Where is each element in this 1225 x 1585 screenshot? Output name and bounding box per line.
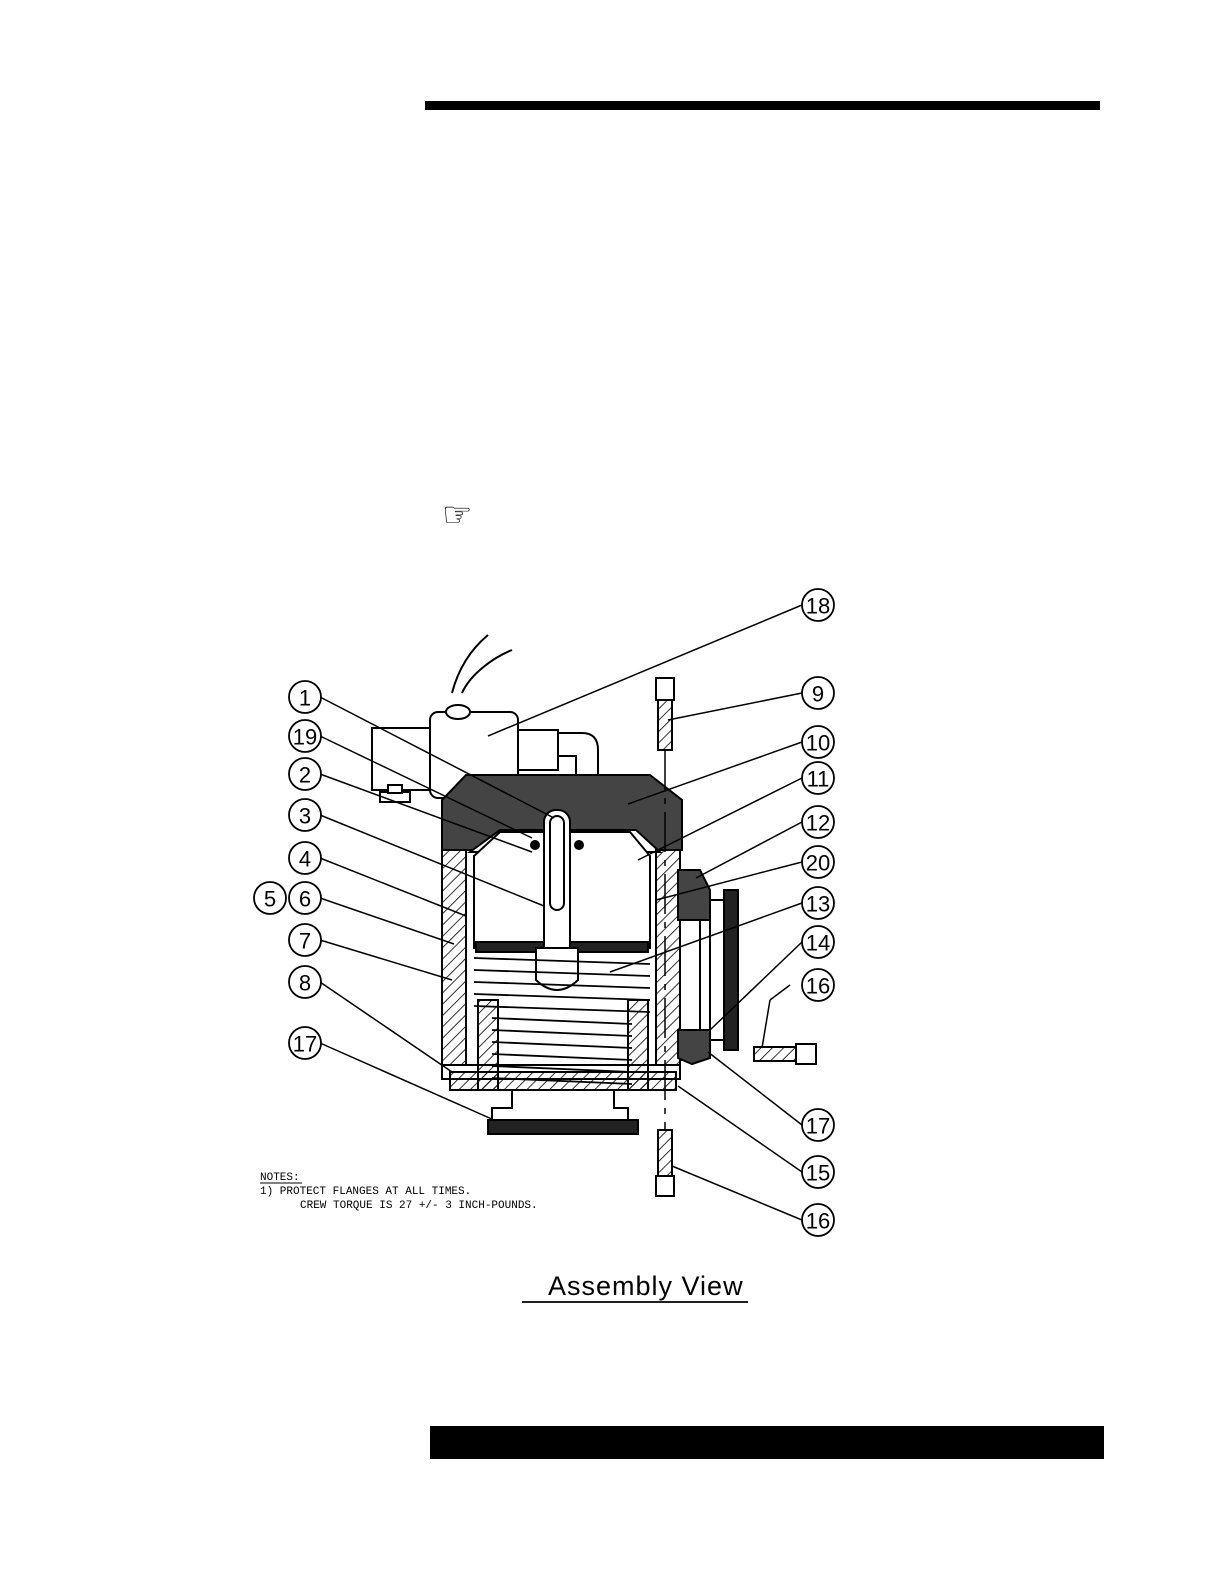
bottom-flange <box>488 1090 638 1134</box>
cable-wires <box>452 635 512 693</box>
notes-heading: NOTES: <box>260 1172 300 1184</box>
assembly-drawing: 18 1 9 19 10 2 11 3 12 20 4 5 6 13 7 14 … <box>230 560 910 1340</box>
bottom-bolt <box>656 1130 674 1196</box>
callout-9: 9 <box>812 682 824 707</box>
callout-17b: 17 <box>806 1114 830 1139</box>
callout-4: 4 <box>299 847 311 872</box>
side-flange <box>678 870 738 1064</box>
top-bolt <box>656 678 674 750</box>
callout-5: 5 <box>264 887 276 912</box>
side-bolt <box>754 1044 816 1064</box>
callout-16a: 16 <box>806 974 830 999</box>
callout-20: 20 <box>806 851 830 876</box>
pointing-hand-icon: ☞ <box>442 498 472 532</box>
callout-17a: 17 <box>293 1032 317 1057</box>
callout-13: 13 <box>806 892 830 917</box>
callout-1: 1 <box>299 686 311 711</box>
notes-line-1: 1) PROTECT FLANGES AT ALL TIMES. <box>260 1186 471 1198</box>
callout-8: 8 <box>299 971 311 996</box>
callout-15: 15 <box>806 1161 830 1186</box>
callout-11: 11 <box>807 767 830 792</box>
view-title: Assembly View <box>548 1271 744 1301</box>
callout-3: 3 <box>299 804 311 829</box>
callout-19: 19 <box>293 725 317 750</box>
callout-10: 10 <box>806 731 830 756</box>
header-rule <box>425 101 1100 110</box>
callout-16b: 16 <box>806 1209 830 1234</box>
callout-14: 14 <box>806 931 830 956</box>
notes-line-2: CREW TORQUE IS 27 +/- 3 INCH-POUNDS. <box>300 1200 538 1212</box>
callout-2: 2 <box>299 763 311 788</box>
callout-6: 6 <box>299 887 311 912</box>
callout-7: 7 <box>299 929 311 954</box>
footer-bar <box>430 1426 1104 1459</box>
callout-18: 18 <box>806 594 830 619</box>
callout-12: 12 <box>806 811 830 836</box>
